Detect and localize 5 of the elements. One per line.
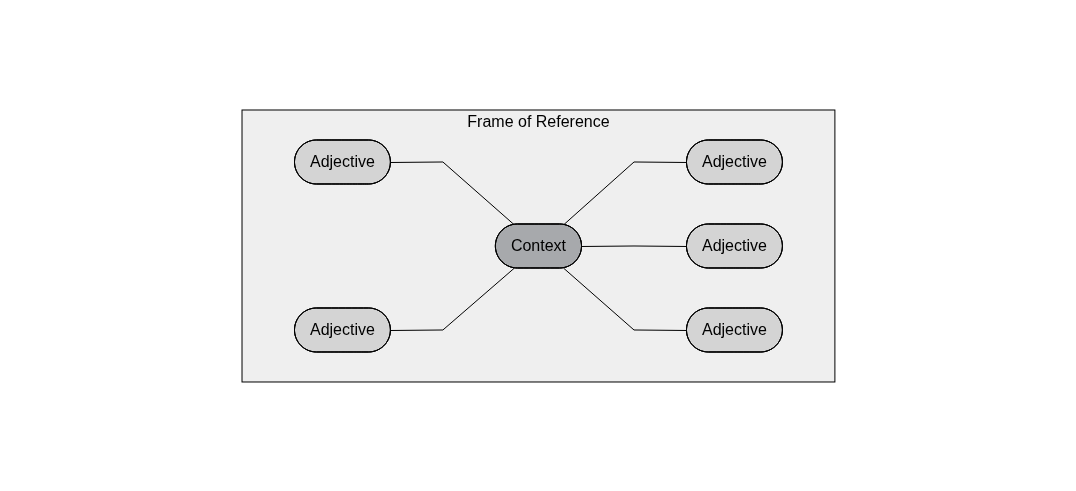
connector bbox=[562, 161, 688, 225]
connector bbox=[562, 267, 688, 331]
connector bbox=[389, 161, 515, 225]
connector bbox=[581, 245, 688, 247]
connector bbox=[389, 267, 515, 331]
